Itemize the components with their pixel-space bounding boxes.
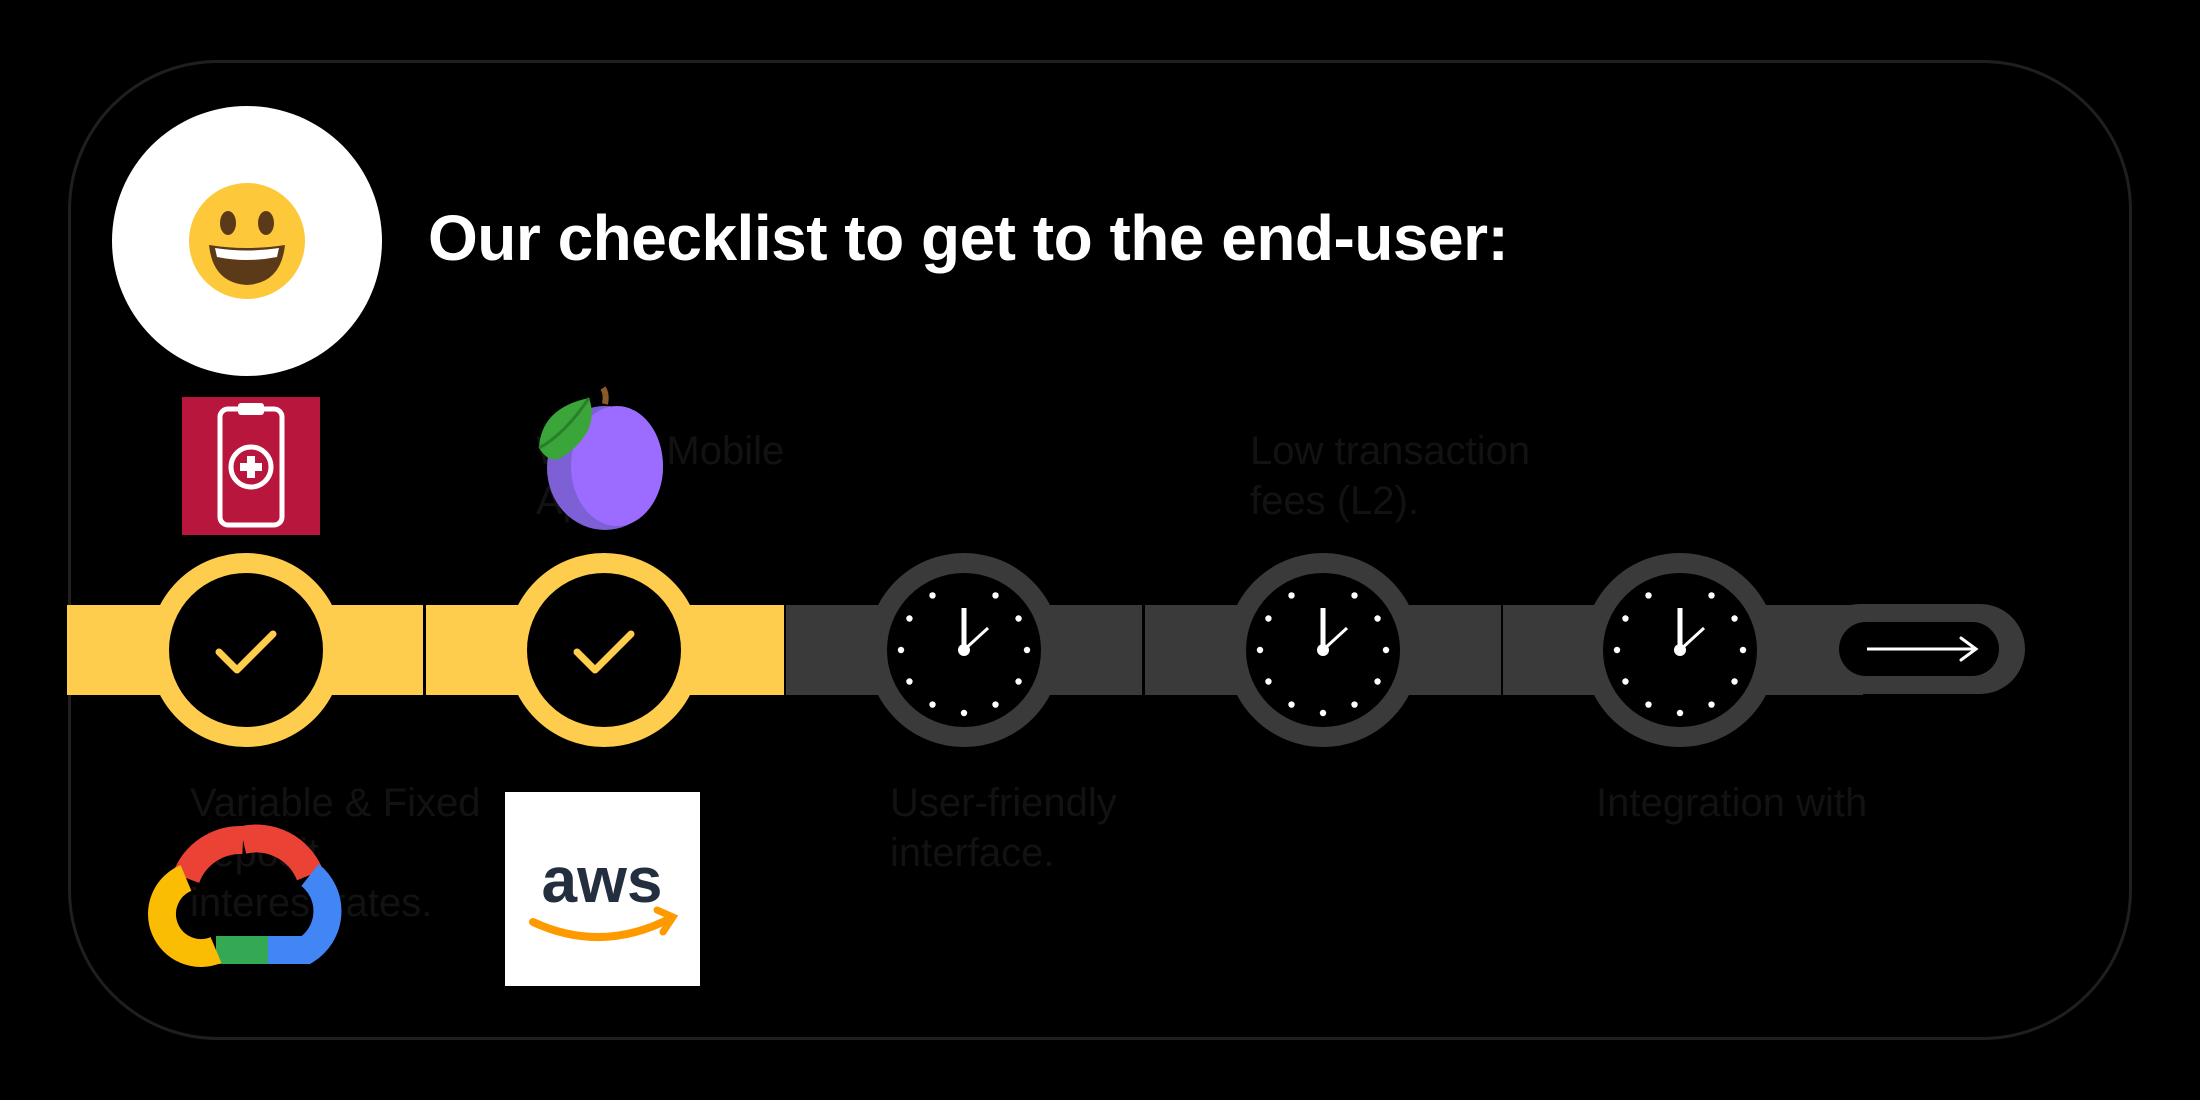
clock-tick <box>1374 678 1381 685</box>
google-cloud-logo <box>138 800 348 985</box>
step-3-label-line: User-friendly <box>890 781 1117 825</box>
clock-tick <box>1708 701 1715 708</box>
card-frame <box>68 60 2132 1040</box>
step-1-label-line: Variable & Fixed <box>190 781 481 825</box>
clock-tick <box>1613 646 1621 654</box>
page-title: Our checklist to get to the end-user: <box>428 202 1509 274</box>
smiley-emoji-icon <box>185 179 309 303</box>
clock-tick <box>1256 646 1264 654</box>
next-arrow-button[interactable] <box>1815 604 2025 694</box>
clock-tick <box>1731 678 1738 685</box>
clock-tick <box>1023 646 1031 654</box>
step-3-pending <box>867 553 1061 747</box>
step-1-done <box>149 553 343 747</box>
clock-tick <box>1265 615 1272 622</box>
clock-tick <box>1288 701 1295 708</box>
medical-phone-icon <box>182 397 320 540</box>
step-5-label: Integration with <box>1596 778 1867 828</box>
clock-tick <box>1676 709 1684 717</box>
checkmark-icon <box>573 630 635 674</box>
checkmark-icon <box>215 630 277 674</box>
step-2-done <box>507 553 701 747</box>
step-4-pending <box>1226 553 1420 747</box>
clock-tick <box>1015 678 1022 685</box>
clock-tick <box>929 592 936 599</box>
clock-center <box>958 644 970 656</box>
arrow-right-icon <box>1867 636 1979 662</box>
clock-tick <box>1731 615 1738 622</box>
step-4-label-line: Low transaction <box>1250 429 1531 473</box>
step-3-label-line: interface. <box>890 831 1055 875</box>
clock-tick <box>960 709 968 717</box>
step-3-label: User-friendly interface. <box>890 778 1117 878</box>
clock-tick <box>906 615 913 622</box>
clock-tick <box>929 701 936 708</box>
clock-center <box>1317 644 1329 656</box>
clock-tick <box>1265 678 1272 685</box>
step-5-pending <box>1583 553 1777 747</box>
clock-icon <box>897 592 1031 717</box>
avatar <box>112 106 382 376</box>
clock-tick <box>1374 615 1381 622</box>
clock-icon <box>1613 592 1747 717</box>
clock-tick <box>1351 701 1358 708</box>
step-5-label-line: Integration with <box>1596 781 1868 825</box>
clock-tick <box>992 592 999 599</box>
clock-tick <box>897 646 905 654</box>
clock-tick <box>1351 592 1358 599</box>
plum-icon <box>535 386 669 541</box>
clock-tick <box>1645 592 1652 599</box>
aws-logo: aws <box>505 792 700 986</box>
clock-tick <box>1739 646 1747 654</box>
clock-tick <box>906 678 913 685</box>
step-4-label-line: fees (L2). <box>1250 479 1419 523</box>
clock-center <box>1674 644 1686 656</box>
clock-tick <box>1622 678 1629 685</box>
step-4-label: Low transaction fees (L2). <box>1250 426 1530 526</box>
clock-tick <box>1319 709 1327 717</box>
aws-wordmark: aws <box>542 844 663 916</box>
clock-tick <box>1645 701 1652 708</box>
clock-tick <box>1708 592 1715 599</box>
clock-tick <box>992 701 999 708</box>
clock-icon <box>1256 592 1390 717</box>
clock-tick <box>1382 646 1390 654</box>
clock-tick <box>1622 615 1629 622</box>
clock-tick <box>1288 592 1295 599</box>
clock-tick <box>1015 615 1022 622</box>
